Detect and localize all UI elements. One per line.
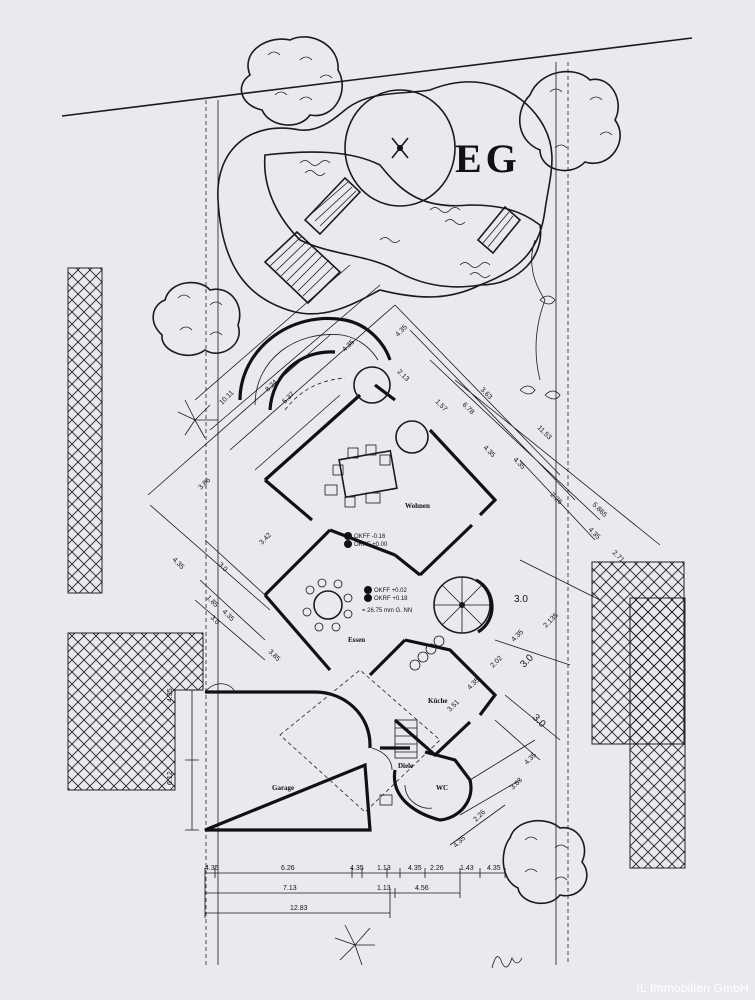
dim-label: 12.83 [290, 905, 308, 912]
dim-label: 3.85 [267, 648, 282, 663]
tree-south-east [502, 820, 588, 905]
level-elevation: = 26.75 mm G. NN [362, 608, 412, 614]
shrubs-east [519, 239, 561, 400]
dim-label: 6.26 [281, 865, 295, 872]
spiral-staircase [433, 576, 494, 634]
dim-label: 2.02 [489, 655, 504, 670]
dim-label: 4.35 [350, 865, 364, 872]
dim-label: 1.57 [434, 398, 449, 413]
room-label-dining: Essen [348, 636, 365, 644]
plant-south [334, 924, 375, 966]
garden: EG [217, 81, 553, 315]
room-label-wc: WC [436, 784, 448, 792]
dim-label: 4.35 [452, 835, 467, 850]
room-label-garage: Garage [272, 784, 294, 792]
dim-label: 1.13 [377, 885, 391, 892]
room-label-living: Wohnen [405, 502, 430, 510]
dim-label: 4.35 [394, 324, 409, 339]
property-lines [61, 37, 693, 965]
level-okff-living: OKFF -0.16 [354, 534, 386, 540]
dim-label: 6.12 [167, 771, 174, 785]
dining-room-walls [263, 528, 421, 677]
room-label-hall: Diele [398, 762, 413, 770]
footer-company: IL Immobilien GmbH [636, 981, 749, 995]
dim-label: 4.35 [171, 556, 186, 571]
level-okrf-living: OKRF ±0.00 [354, 542, 388, 548]
dim-label: 3.0 [518, 652, 536, 670]
dim-label: 4.56 [415, 885, 429, 892]
wc-walls [392, 750, 473, 822]
dim-label: 3.63 [509, 777, 524, 792]
dim-label: 4.35 [482, 444, 497, 459]
dim-label: 1.43 [460, 865, 474, 872]
tree-north-west [240, 36, 343, 126]
eg-logo-letters: EG [455, 136, 521, 181]
neighbor-building-southwest [67, 632, 204, 791]
room-label-kitchen: Küche [428, 697, 447, 705]
kitchen-appliances [409, 635, 445, 671]
dim-label: 2.13 [396, 368, 411, 383]
dim-label: 4.35 [167, 688, 174, 702]
neighbor-building-west [67, 267, 103, 594]
dim-label: 5.37 [281, 391, 296, 406]
dim-label: 5.865 [591, 501, 608, 518]
round-terrace [344, 89, 456, 207]
dim-label: 6.78 [461, 401, 476, 416]
neighbor-building-southeast [629, 597, 686, 869]
dim-label: 1.13 [377, 865, 391, 872]
dimension-lines [147, 264, 661, 918]
dim-label: 2.26 [430, 865, 444, 872]
neighbor-buildings [67, 267, 686, 869]
dim-label: 4.35 [487, 865, 501, 872]
dim-label: 3.42 [258, 532, 273, 547]
house [204, 366, 498, 832]
tree-north-east [518, 70, 621, 172]
living-room-walls [263, 383, 498, 577]
dim-label: 10.11 [218, 389, 235, 406]
plant-west [177, 399, 218, 439]
room-labels: Wohnen Essen Küche Diele WC Garage [272, 502, 448, 792]
dim-label: 3.86 [197, 477, 212, 492]
tree-west [152, 281, 241, 357]
garden-stairs [263, 176, 522, 305]
living-room-round-bay [395, 420, 429, 454]
dim-label: 4.35 [408, 865, 422, 872]
dim-label: 4.35 [205, 865, 219, 872]
dining-round-table [313, 590, 343, 620]
trees [152, 36, 621, 969]
dim-label: 11.53 [536, 424, 553, 441]
dim-label: 3.51 [446, 699, 461, 714]
level-okrf-dining: OKRF +0.18 [374, 596, 408, 602]
dim-label: 3.0 [217, 561, 229, 573]
level-okff-dining: OKFF +0.02 [374, 588, 408, 594]
hall-wardrobe [394, 719, 418, 759]
dim-label: 2.135 [542, 612, 559, 629]
dim-label: 3.0 [209, 614, 221, 626]
level-marks: OKFF -0.16 OKRF ±0.00 OKFF +0.02 OKRF +0… [344, 532, 412, 614]
dimension-labels: 10.11 8.24 5.37 4.35 4.35 2.13 1.57 6.78… [167, 324, 625, 912]
dim-label: 3.0 [514, 594, 528, 605]
dining-table [324, 444, 398, 508]
dim-label: 4.35 [510, 629, 525, 644]
terrace-arcs [238, 317, 392, 411]
dim-label: 4.35 [512, 456, 527, 471]
dim-label: 7.13 [283, 885, 297, 892]
dim-label: 4.35 [523, 752, 538, 767]
garden-outline [217, 81, 553, 315]
living-room-round-column [353, 366, 391, 404]
dim-label: 2.26 [472, 809, 487, 824]
dim-label: 1.85 [205, 594, 220, 609]
